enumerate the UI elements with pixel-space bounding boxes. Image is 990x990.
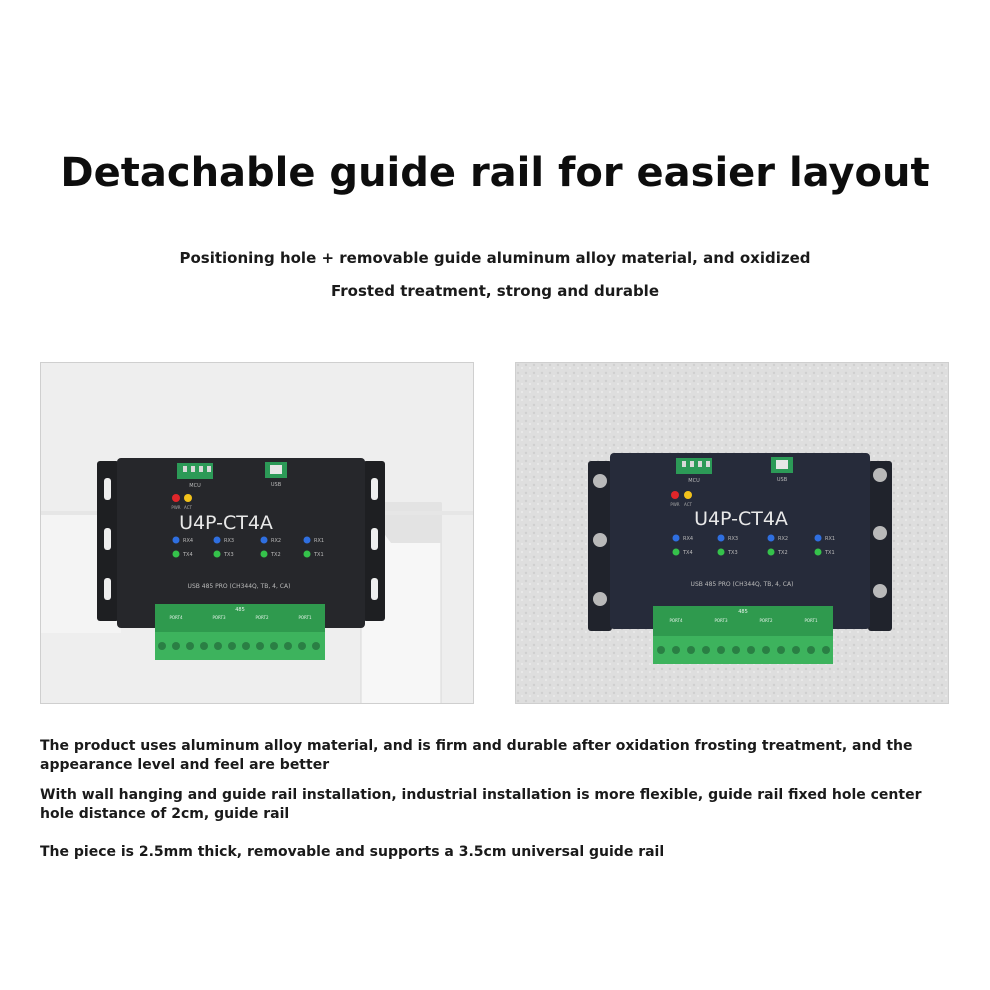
mcu-connector-label: MCU [189, 483, 201, 489]
svg-text:USB 485 PRO (CH344Q, TB, 4, CA: USB 485 PRO (CH344Q, TB, 4, CA) [691, 581, 794, 588]
model-name: U4P-CT4A [179, 512, 273, 534]
pwr-label: PWR [171, 505, 180, 510]
svg-text:TX4: TX4 [182, 552, 193, 558]
device-illustration-left: MCU USB PWR ACT U4P-CT4A RX4 RX3 RX2 RX1… [41, 363, 473, 703]
svg-text:USB: USB [777, 477, 788, 483]
act-led-icon [184, 494, 192, 502]
svg-text:PORT1: PORT1 [298, 615, 311, 620]
description-paragraph-3: The piece is 2.5mm thick, removable and … [40, 844, 665, 860]
description-paragraph-2: With wall hanging and guide rail install… [40, 787, 922, 822]
subtitle-line-1: Positioning hole + removable guide alumi… [179, 249, 811, 267]
model-name-right: U4P-CT4A [694, 508, 788, 530]
description-paragraph-1: The product uses aluminum alloy material… [40, 738, 913, 773]
svg-text:TX2: TX2 [270, 552, 281, 558]
device-illustration-right: MCU USB PWR ACT U4P-CT4A RX4 RX3 RX2 RX1… [516, 363, 948, 703]
act-label: ACT [184, 505, 192, 510]
pwr-led-icon [172, 494, 180, 502]
svg-text:RX2: RX2 [271, 538, 281, 544]
svg-text:RX1: RX1 [825, 536, 835, 542]
rx-tx-indicators-right: RX4 RX3 RX2 RX1 TX4 TX3 TX2 TX1 [672, 534, 835, 556]
svg-text:RX1: RX1 [314, 538, 324, 544]
spec-line: USB 485 PRO (CH344Q, TB, 4, CA) [188, 583, 291, 590]
svg-text:RX4: RX4 [683, 536, 693, 542]
svg-text:ACT: ACT [684, 502, 692, 507]
svg-text:PORT4: PORT4 [169, 615, 182, 620]
product-photo-wall-mount: MCU USB PWR ACT U4P-CT4A RX4 RX3 RX2 RX1… [515, 362, 949, 704]
svg-text:RX4: RX4 [183, 538, 193, 544]
svg-text:TX3: TX3 [727, 550, 738, 556]
svg-text:RX3: RX3 [224, 538, 234, 544]
svg-text:TX4: TX4 [682, 550, 693, 556]
svg-text:PORT2: PORT2 [759, 618, 772, 623]
svg-text:PORT2: PORT2 [255, 615, 268, 620]
svg-text:PORT3: PORT3 [212, 615, 225, 620]
svg-text:TX2: TX2 [777, 550, 788, 556]
svg-text:RX2: RX2 [778, 536, 788, 542]
svg-text:RX3: RX3 [728, 536, 738, 542]
svg-text:PWR: PWR [670, 502, 679, 507]
svg-text:PORT4: PORT4 [669, 618, 682, 623]
svg-text:MCU: MCU [688, 478, 700, 484]
svg-text:485: 485 [738, 609, 748, 615]
product-photo-rail-mount: MCU USB PWR ACT U4P-CT4A RX4 RX3 RX2 RX1… [40, 362, 474, 704]
svg-text:TX1: TX1 [313, 552, 324, 558]
svg-text:PORT3: PORT3 [714, 618, 727, 623]
page-title: Detachable guide rail for easier layout [60, 150, 930, 196]
rx-tx-indicators: RX4 RX3 RX2 RX1 TX4 TX3 TX2 TX1 [172, 536, 324, 558]
svg-text:TX3: TX3 [223, 552, 234, 558]
terminal-header: 485 [235, 607, 245, 613]
subtitle-line-2: Frosted treatment, strong and durable [330, 282, 659, 300]
svg-text:TX1: TX1 [824, 550, 835, 556]
usb-connector-label: USB [271, 482, 282, 488]
svg-text:PORT1: PORT1 [804, 618, 817, 623]
